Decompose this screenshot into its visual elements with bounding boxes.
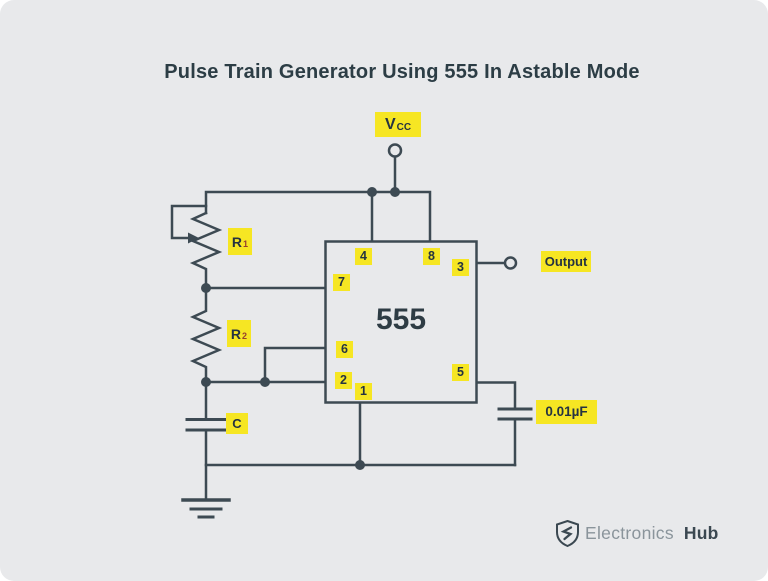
junction-dots	[201, 187, 400, 470]
ic-555-label: 555	[375, 303, 427, 336]
output-terminal	[503, 256, 518, 270]
wiper-arrowhead-icon	[188, 232, 199, 244]
cap-001uf-label: 0.01µF	[536, 400, 597, 424]
pin-label-5: 5	[452, 364, 469, 381]
pin-label-7: 7	[333, 274, 350, 291]
pin-label-1: 1	[355, 383, 372, 400]
brand-logo: Electronics Hub	[556, 518, 719, 548]
pin-label-6: 6	[336, 341, 353, 358]
vcc-terminal	[387, 143, 403, 158]
resistor-r2-symbol	[189, 286, 223, 384]
pin-label-3: 3	[452, 259, 469, 276]
r2-label-main: R	[230, 325, 242, 342]
wire-pin5	[475, 381, 517, 410]
output-label: Output	[541, 251, 591, 272]
r1-label-sub: 1	[243, 239, 249, 249]
wire-pin6	[263, 346, 327, 384]
pin-label-4: 4	[355, 248, 372, 265]
resistor-r1-symbol	[189, 211, 223, 290]
cap-c-label: C	[226, 413, 248, 434]
vcc-label-sub: CC	[396, 121, 412, 133]
brand-name-bold: Hub	[683, 522, 719, 543]
pin-label-2: 2	[335, 372, 352, 389]
wire-r1-wiper	[170, 204, 208, 240]
ic-555-body	[324, 240, 478, 404]
brand-name-light: Electronics	[585, 522, 674, 543]
pin-label-8: 8	[423, 248, 440, 265]
r2-label-sub: 2	[242, 331, 248, 341]
r1-label-main: R	[231, 233, 243, 250]
page-title: Pulse Train Generator Using 555 In Astab…	[164, 61, 640, 83]
vcc-label-main: V	[384, 115, 396, 133]
shield-icon	[556, 519, 579, 547]
wire-top-rail	[204, 190, 432, 243]
